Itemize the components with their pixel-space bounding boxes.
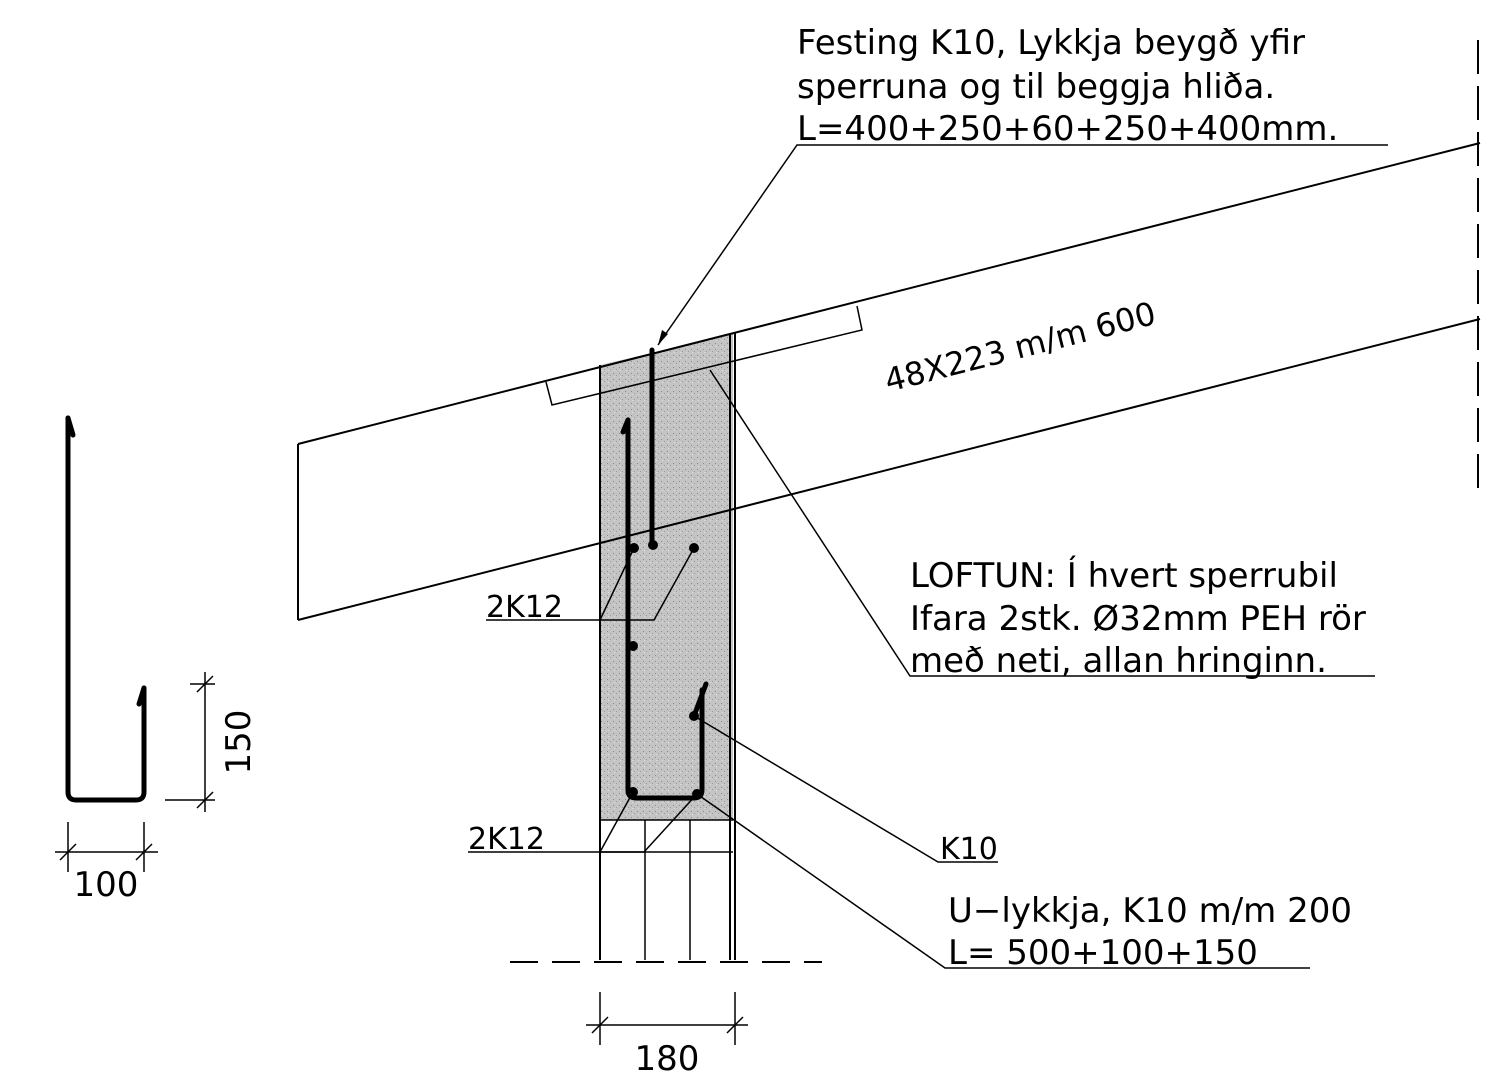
ulykkja-note-line2: L= 500+100+150	[948, 933, 1258, 973]
k10-label: K10	[940, 832, 998, 867]
festing-note-line1: Festing K10, Lykkja beygð yfir	[797, 23, 1305, 63]
rafter-beam	[297, 142, 1481, 621]
loftun-note-line1: LOFTUN: Í hvert sperrubil	[910, 555, 1338, 596]
dim-150-label: 150	[219, 710, 259, 775]
wall-outline	[599, 332, 736, 960]
dim-100-label: 100	[74, 865, 139, 905]
loftun-note-line3: með neti, allan hringinn.	[910, 641, 1327, 681]
dimension-ushape-width	[55, 822, 158, 872]
dimension-wall-width	[586, 992, 748, 1045]
festing-note-line2: sperruna og til beggja hliða.	[797, 67, 1275, 107]
leader-lines	[468, 144, 1388, 969]
dimension-ushape-leg	[165, 672, 215, 812]
loftun-note-line2: Ifara 2stk. Ø32mm PEH rör	[910, 599, 1366, 639]
dim-180-label: 180	[635, 1039, 700, 1079]
festing-note-line3: L=400+250+60+250+400mm.	[797, 109, 1338, 149]
rafter-label: 48X223 m/m 600	[881, 294, 1160, 400]
ulykkja-note-line1: U−lykkja, K10 m/m 200	[948, 891, 1352, 931]
u-bar-detail	[65, 415, 147, 803]
wall-reinforcement	[620, 347, 709, 801]
bars-lower-label: 2K12	[468, 822, 545, 857]
bars-upper-label: 2K12	[486, 590, 563, 625]
